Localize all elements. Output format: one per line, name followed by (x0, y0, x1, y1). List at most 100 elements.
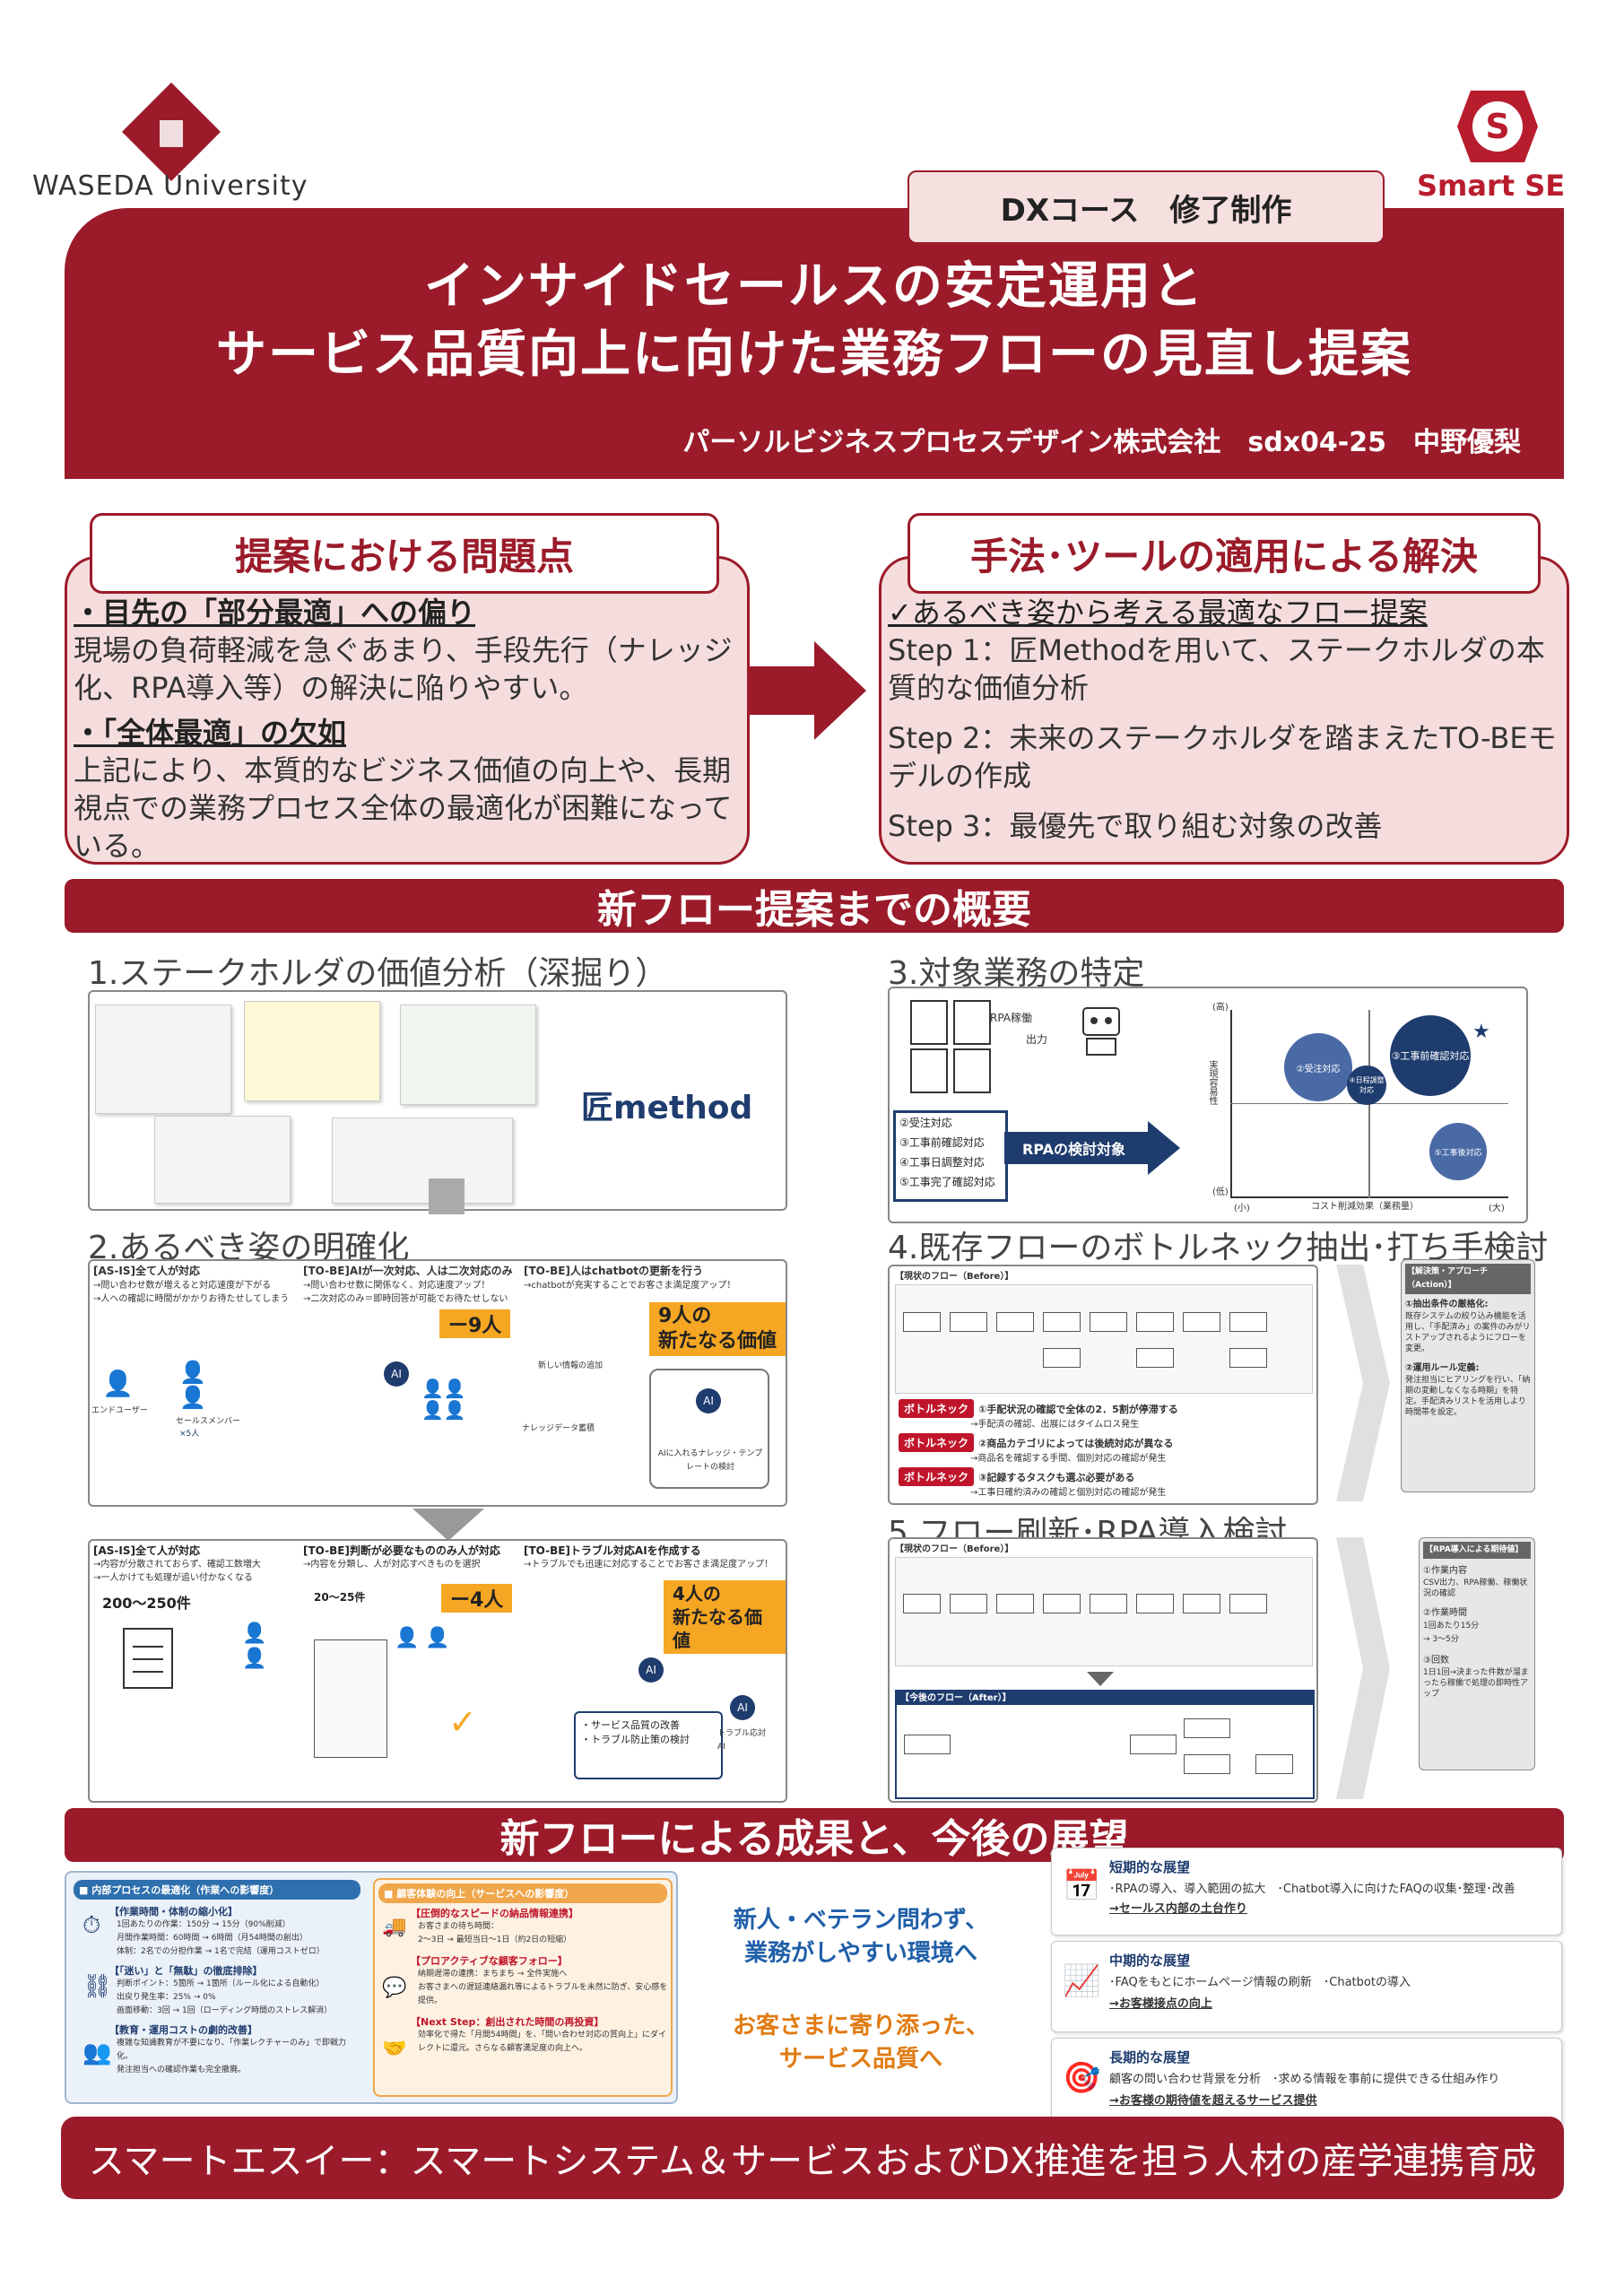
bubble-3: ③工事前確認対応 (1390, 1015, 1471, 1096)
target-item: ④工事日調整対応 (899, 1156, 985, 1169)
thumbnail (244, 1001, 380, 1101)
trouble-ai-label: トラブル応対AI (717, 1729, 767, 1752)
problem-1-body: 現場の負荷軽減を急ぐあまり、手段先行（ナレッジ化、RPA導入等）の解決に陥りやす… (74, 633, 733, 705)
people-icon: 👤 👤 (395, 1627, 450, 1649)
new-value-badge: 4人の 新たなる価値 (664, 1580, 786, 1654)
result-subhead: 【プロアクティブな顧客フォロー】 (411, 1955, 568, 1967)
bottleneck-text: ③記録するタスクも選ぶ必要がある (978, 1472, 1135, 1483)
calendar-icon: 📅 (1063, 1868, 1101, 1904)
result-bullet: 納期遅滞の連携：まちまち → 全件実施へ (418, 1970, 568, 1979)
result-bullet: 月間作業時間：60時間 → 6時間（月54時間の創出） (117, 1934, 308, 1943)
enduser-label: エンドユーザー (91, 1406, 148, 1415)
x-axis-label: コスト削減効果（業務量） (1311, 1202, 1419, 1212)
target-item: ⑤工事完了確認対応 (899, 1176, 995, 1188)
author-line: パーソルビジネスプロセスデザイン株式会社 sdx04-25 中野優梨 (682, 427, 1521, 458)
result-subhead: 【圧倒的なスピードの納品情報連携】 (411, 1908, 578, 1919)
section-3-panel: RPA稼働 出力 ②受注対応 ③工事前確認対応 ④工事日調整対応 ⑤工事完了確認… (888, 987, 1528, 1223)
result-bullet: 出戻り発生率：25% → 0% (117, 1993, 216, 2002)
section-3-title: 3.対象業務の特定 (888, 955, 1145, 992)
after-title: 【今後のフロー（After）】 (897, 1692, 1313, 1705)
axis-large: (大) (1489, 1204, 1505, 1213)
ai-icon: AI (384, 1361, 409, 1387)
result-subhead: 【作業時間・体制の縮小化】 (109, 1906, 238, 1918)
result-box: ・サービス品質の改善 ・トラブル防止策の検討 (574, 1711, 723, 1779)
tobe2-title: [TO-BE]人はchatbotの更新を行う (524, 1265, 703, 1277)
bottleneck-2: ボトルネック ②商品カテゴリによっては後続対応が異なる →商品名を確認する手間、… (899, 1433, 1311, 1465)
problems-box (65, 556, 750, 865)
problem-2-title: ・「全体最適」の欠如 (74, 716, 347, 750)
section-2-panel-b: [AS-IS]全て人が対応 →内容が分散されておらず、確認工数増大 →一人かけて… (88, 1539, 787, 1803)
tobe1-bullet: →二次対応のみ＝即時回答が可能でお待たせしない (303, 1294, 508, 1304)
tobe2-block: [TO-BE]人はchatbotの更新を行う →chatbotが充実することでお… (524, 1263, 784, 1292)
asis-title: [AS-IS]全て人が対応 (93, 1265, 200, 1277)
y-axis-label: 実現容易性 (1207, 1060, 1217, 1105)
result-bullet: 発注担当への確認作業も完全撤廃。 (117, 2066, 247, 2074)
problem-2-body: 上記により、本質的なビジネス価値の向上や、長期視点での業務プロセス全体の最適化が… (74, 753, 733, 863)
outlook-short: 📅 短期的な展望 ･RPAの導入、導入範囲の拡大 ･Chatbot導入に向けたF… (1051, 1848, 1562, 1935)
down-connector (429, 1178, 465, 1214)
rpa-card-item: 1回あたり15分 (1423, 1622, 1480, 1631)
rpa-card-item: CSV出力、RPA稼働、稼働状況の確認 (1423, 1578, 1528, 1598)
internal-process-heading: ■ 内部プロセスの最適化（作業への影響度） (74, 1880, 360, 1900)
outlook-long: 🎯 長期的な展望 顧客の問い合わせ背景を分析 ･求める情報を事前に提供できる仕組… (1051, 2038, 1562, 2129)
people-icon: 👤👤 (242, 1622, 267, 1670)
footer-banner: スマートエスイー：スマートシステム＆サービスおよびDX推進を担う人材の産学連携育… (61, 2117, 1564, 2199)
count-range: 200～250件 (102, 1595, 191, 1612)
brand-name: Smart SE (1417, 169, 1566, 203)
mid-result: →お客様接点の向上 (1109, 1997, 1212, 2011)
customer-experience-column: ■ 顧客体験の向上（サービスへの影響度） 【圧倒的なスピードの納品情報連携】 お… (373, 1878, 673, 2097)
axis-high: (高) (1212, 1003, 1229, 1013)
result-subhead: 【「迷い」と「無駄」の徹底排除】 (109, 1965, 263, 1977)
rpa-card-item: ②作業時間 (1423, 1608, 1467, 1618)
action-item-1: ①抽出条件の厳格化: (1405, 1300, 1489, 1309)
sales-count: ×5人 (179, 1430, 200, 1439)
title-line-2: サービス品質向上に向けた業務フローの見直し提案 (216, 326, 1412, 384)
result-bullet: 体制：2名での分担作業 → 1名で完結（運用コストゼロ） (117, 1947, 325, 1956)
chevron-right-icon (1336, 1265, 1390, 1505)
solution-step-1: Step 1：匠Methodを用いて、ステークホルダの本質的な価値分析 (888, 633, 1545, 705)
long-title: 長期的な展望 (1109, 2049, 1191, 2066)
center-line-2: 業務がしやすい環境へ (744, 1940, 977, 1967)
asis-bullet: →人への確認に時間がかかりお待たせしてしまう (93, 1294, 290, 1304)
tobe1-bullet: →内容を分類し、人が対応すべきものを選択 (303, 1560, 481, 1570)
clipboard-icon (910, 1000, 991, 1093)
bottleneck-sub: →手配済の確認、出展にはタイムロス発生 (970, 1420, 1140, 1430)
solution-step-3: Step 3：最優先で取り組む対象の改善 (888, 809, 1383, 843)
long-body: 顧客の問い合わせ背景を分析 ･求める情報を事前に提供できる仕組み作り (1109, 2073, 1500, 2086)
after-flow: 【今後のフロー（After）】 (895, 1690, 1315, 1799)
problems-text: ・目先の「部分最適」への偏り 現場の負荷軽減を急ぐあまり、手段先行（ナレッジ化、… (74, 594, 737, 865)
result-subhead: 【教育・運用コストの劇的改善】 (109, 2024, 257, 2036)
section-4-action-card: 【解決策・アプローチ（Action）】 ①抽出条件の厳格化: 既存システムの絞り… (1401, 1259, 1535, 1492)
asis-block: [AS-IS]全て人が対応 →問い合わせ数が増えると対応速度が下がる →人への確… (93, 1263, 317, 1306)
asis-bullet: →一人かけても処理が追い付かなくなる (93, 1573, 253, 1583)
minus-people: ー9人 (439, 1309, 511, 1338)
title-line-1: インサイドセールスの安定運用と (424, 257, 1204, 316)
truck-icon: 🚚 (382, 1916, 407, 1938)
flow-diagram (895, 1284, 1313, 1394)
title-banner: インサイドセールスの安定運用と サービス品質向上に向けた業務フローの見直し提案 … (65, 208, 1564, 479)
thumbnail (95, 1004, 231, 1114)
action-item-1-body: 既存システムの絞り込み機能を活用し、「手配済み」の案件のみがリストアップされるよ… (1405, 1312, 1531, 1353)
internal-process-column: ■ 内部プロセスの最適化（作業への影響度） 【作業時間・体制の縮小化】 1回あた… (74, 1880, 360, 2077)
output-label: 出力 (1026, 1033, 1048, 1046)
training-icon: 👥 (83, 2039, 112, 2066)
customer-experience-heading: ■ 顧客体験の向上（サービスへの影響度） (378, 1883, 667, 1903)
tobe2-bullet: →chatbotが充実することでお客さま満足度アップ！ (524, 1281, 736, 1291)
people-icon: 👤👤 (179, 1360, 206, 1410)
rpa-card-item: ①作業内容 (1423, 1566, 1467, 1576)
bottleneck-text: ①手配状況の確認で全体の2．5割が停滞する (978, 1404, 1178, 1415)
results-center: 新人・ベテラン問わず、 業務がしやすい環境へ お客さまに寄り添った、 サービス品… (690, 1883, 1031, 2074)
y-axis (1230, 1010, 1232, 1198)
result-bullet: 画面移動：3回 → 1回（ローディング時間のストレス解消） (117, 2006, 333, 2015)
chat-icon: 💬 (382, 1977, 407, 1999)
new-value-line1: 9人の (658, 1305, 712, 1327)
people-icon: 👤👤👤👤 (421, 1378, 466, 1421)
flow-title: 【現状のフロー（Before）】 (895, 1272, 1014, 1282)
bubble-3-label: ③工事前確認対応 (1391, 1050, 1470, 1062)
university-name: WASEDA University (32, 170, 308, 202)
problem-1-title: ・目先の「部分最適」への偏り (74, 596, 476, 630)
rpa-target-list: ②受注対応 ③工事前確認対応 ④工事日調整対応 ⑤工事完了確認対応 (893, 1110, 1008, 1202)
bottleneck-sub: →工事日確約済みの確認と個別対応の確認が発生 (970, 1488, 1167, 1498)
result-bullet: 複雑な知識教育が不要になり、「作業レクチャーのみ」で即戦力化。 (117, 2039, 347, 2061)
section-2-panel-a: [AS-IS]全て人が対応 →問い合わせ数が増えると対応速度が下がる →人への確… (88, 1259, 787, 1507)
